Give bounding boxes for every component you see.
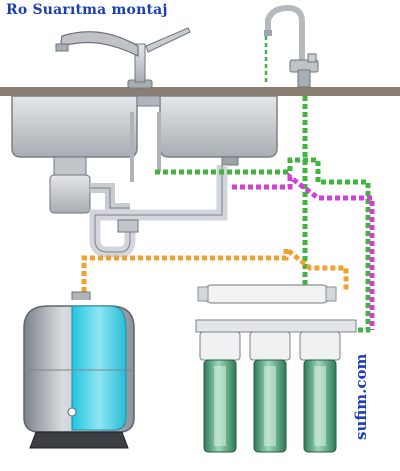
drain-trap-icon	[49, 112, 228, 258]
ro-faucet-icon	[264, 4, 319, 88]
page-title: Ro Suarıtma montaj	[6, 2, 168, 18]
ro-tank-icon	[23, 291, 135, 449]
tank-line	[81, 243, 349, 300]
countertop	[0, 87, 400, 96]
site-watermark: sufim.com	[352, 353, 370, 440]
sink-icon	[11, 95, 278, 166]
ro-membrane-housing	[197, 284, 337, 304]
feed-line	[155, 157, 371, 333]
drain-line	[232, 172, 375, 330]
kitchen-faucet-icon	[55, 27, 191, 89]
ro-filter-unit-icon	[195, 319, 357, 453]
